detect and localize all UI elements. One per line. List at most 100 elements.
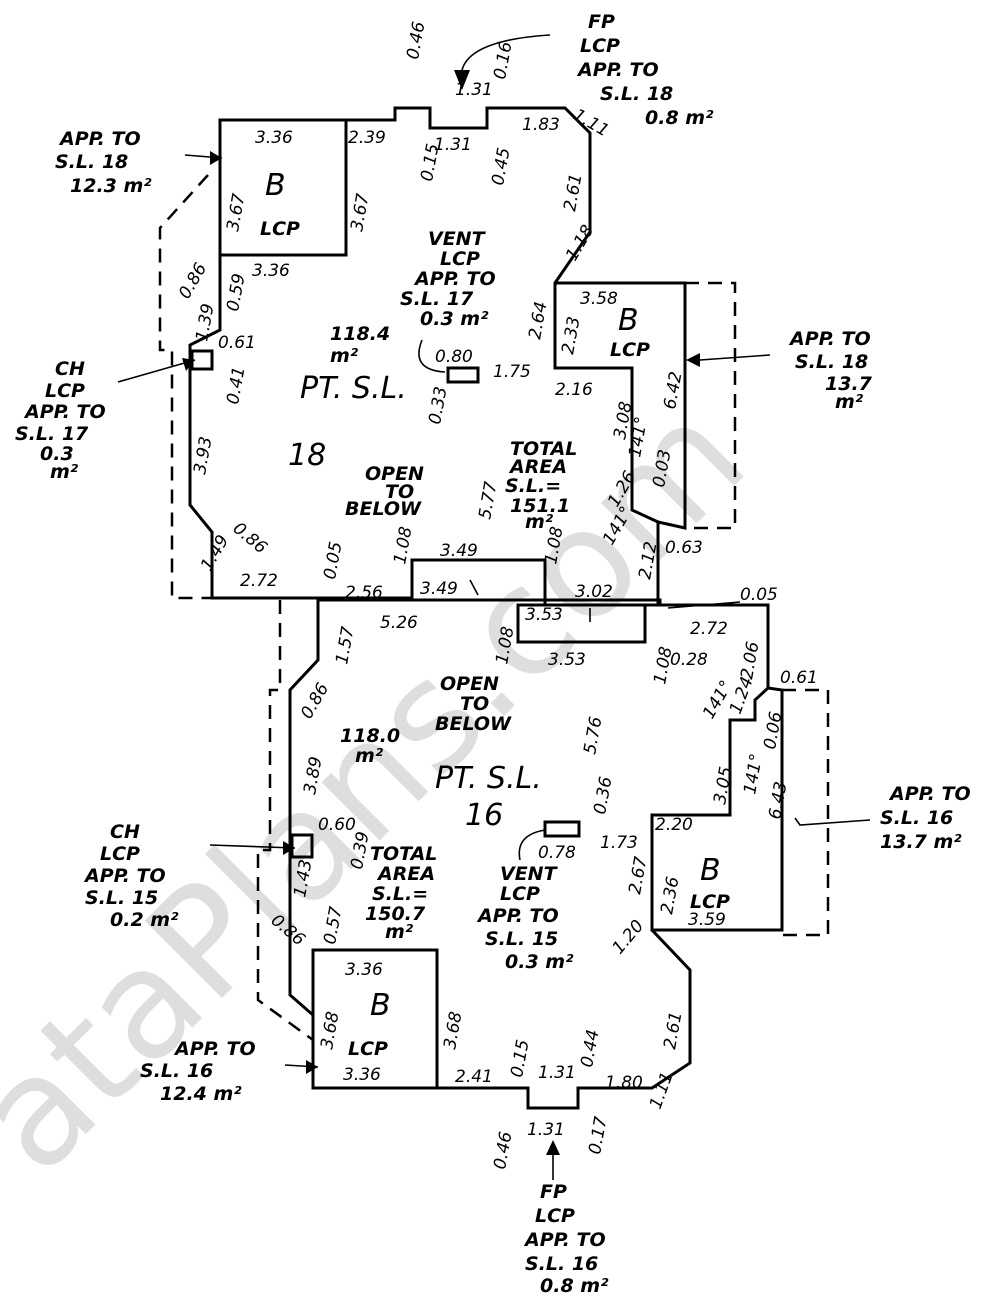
dim: 3.68 xyxy=(317,1010,343,1051)
upper-labels: 118.4 m² PT. S.L. 18 OPEN TO BELOW TOTAL… xyxy=(15,11,873,533)
upper-court-left-app: APP. TO xyxy=(58,128,141,150)
lower-open-3: BELOW xyxy=(435,713,512,735)
dim: 3.67 xyxy=(223,192,249,233)
dim: 2.39 xyxy=(348,128,386,148)
dim: 3.58 xyxy=(580,289,618,309)
lower-court-right-b: B xyxy=(700,853,721,888)
lower-open-1: OPEN xyxy=(440,673,499,695)
lower-vent-3: APP. TO xyxy=(476,905,559,927)
lower-lot-number: 16 xyxy=(465,798,503,833)
upper-lot-outline xyxy=(188,106,687,607)
upper-level: PT. S.L. xyxy=(300,371,407,406)
dim: 6.43 xyxy=(765,780,791,821)
dim: 0.45 xyxy=(488,146,514,187)
lower-ch-3: APP. TO xyxy=(83,865,166,887)
upper-court-right-unit: m² xyxy=(835,391,864,413)
dim: 1.24 xyxy=(726,674,758,716)
upper-vent-1: VENT xyxy=(428,228,487,250)
upper-open-1: OPEN xyxy=(365,463,424,485)
upper-total-2: AREA xyxy=(508,456,567,478)
lower-ch-1: CH xyxy=(110,821,140,843)
lower-court-left-lcp: LCP xyxy=(348,1038,388,1060)
lower-total-1: TOTAL xyxy=(370,843,437,865)
dim: 3.49 xyxy=(440,541,478,561)
dim: 141° xyxy=(740,752,767,796)
dim: 3.02 xyxy=(575,582,613,602)
dim: 3.36 xyxy=(255,128,293,148)
dim: 2.33 xyxy=(558,315,584,356)
dim: 5.26 xyxy=(380,613,418,633)
dim: 3.36 xyxy=(252,261,290,281)
dim: 0.36 xyxy=(590,775,616,816)
dim: 2.41 xyxy=(455,1067,493,1087)
dim: 0.17 xyxy=(585,1115,611,1156)
upper-court-left-lcp: LCP xyxy=(260,218,300,240)
dim: 0.78 xyxy=(538,843,576,863)
dim: 3.53 xyxy=(548,650,586,670)
lower-vent-5: 0.3 m² xyxy=(505,951,574,973)
upper-fp-2: LCP xyxy=(580,35,620,57)
dim: 2.36 xyxy=(657,875,683,916)
dim: 0.44 xyxy=(577,1028,603,1069)
lower-lot-outline xyxy=(288,598,784,1110)
dim: 0.05 xyxy=(740,585,778,605)
lower-fp-5: 0.8 m² xyxy=(540,1275,609,1297)
lower-ch-4: S.L. 15 xyxy=(85,887,158,909)
lower-open-2: TO xyxy=(460,693,489,715)
dim: 0.46 xyxy=(403,20,429,61)
dim: 5.77 xyxy=(475,480,501,521)
lower-court-left-b: B xyxy=(370,988,391,1023)
lower-court-right-lcp: LCP xyxy=(690,891,730,913)
upper-ch-1: CH xyxy=(55,358,85,380)
dim: 2.61 xyxy=(660,1010,686,1051)
lower-vent-2: LCP xyxy=(500,883,540,905)
dim: 1.73 xyxy=(600,833,638,853)
upper-ch-5: 0.3 xyxy=(40,443,74,465)
dim: 2.16 xyxy=(555,380,593,400)
dim: 1.20 xyxy=(609,916,649,958)
dim: 0.63 xyxy=(665,538,703,558)
dim: 1.31 xyxy=(538,1063,576,1083)
lower-ch-5: 0.2 m² xyxy=(110,909,179,931)
dim: 0.15 xyxy=(507,1038,533,1079)
lower-fp-2: LCP xyxy=(535,1205,575,1227)
lower-total-5: m² xyxy=(385,921,414,943)
dim: 0.05 xyxy=(320,540,346,581)
lower-ch-2: LCP xyxy=(100,843,140,865)
lower-area: 118.0 xyxy=(340,725,400,747)
upper-court-right-area: 13.7 xyxy=(825,373,873,395)
upper-area: 118.4 xyxy=(330,323,390,345)
dim: 2.72 xyxy=(690,619,728,639)
leader-lines xyxy=(117,34,871,1180)
dim: 0.16 xyxy=(490,40,516,81)
dim: 2.72 xyxy=(240,571,278,591)
upper-court-right-b: B xyxy=(618,303,639,338)
dim: 0.61 xyxy=(780,668,818,688)
upper-open-3: BELOW xyxy=(345,498,422,520)
dim: 1.49 xyxy=(197,532,233,575)
dim: 0.41 xyxy=(223,365,249,406)
dim: 2.56 xyxy=(345,583,383,603)
dim: 0.61 xyxy=(218,333,256,353)
upper-fp-3: APP. TO xyxy=(576,59,659,81)
upper-area-unit: m² xyxy=(330,345,359,367)
lower-total-2: AREA xyxy=(376,863,435,885)
upper-court-right-sl: S.L. 18 xyxy=(795,351,868,373)
upper-open-2: TO xyxy=(385,481,414,503)
upper-total-5: m² xyxy=(525,511,554,533)
dim: 1.18 xyxy=(562,222,598,265)
upper-vent-2: LCP xyxy=(440,248,480,270)
upper-ch-3: APP. TO xyxy=(23,401,106,423)
dim: 5.76 xyxy=(580,715,606,756)
upper-court-right-lcp: LCP xyxy=(610,339,650,361)
dim: 3.53 xyxy=(525,605,563,625)
lower-fp-4: S.L. 16 xyxy=(525,1253,598,1275)
upper-ch-4: S.L. 17 xyxy=(15,423,89,445)
dim: 0.86 xyxy=(175,260,211,303)
lower-labels: 118.0 m² PT. S.L. 16 OPEN TO BELOW TOTAL… xyxy=(83,673,971,1297)
upper-lot-number: 18 xyxy=(288,438,326,473)
dim: 2.61 xyxy=(560,172,586,213)
dim: 0.28 xyxy=(670,650,708,670)
dim: 1.31 xyxy=(455,80,493,100)
dim: 1.11 xyxy=(646,1069,678,1111)
